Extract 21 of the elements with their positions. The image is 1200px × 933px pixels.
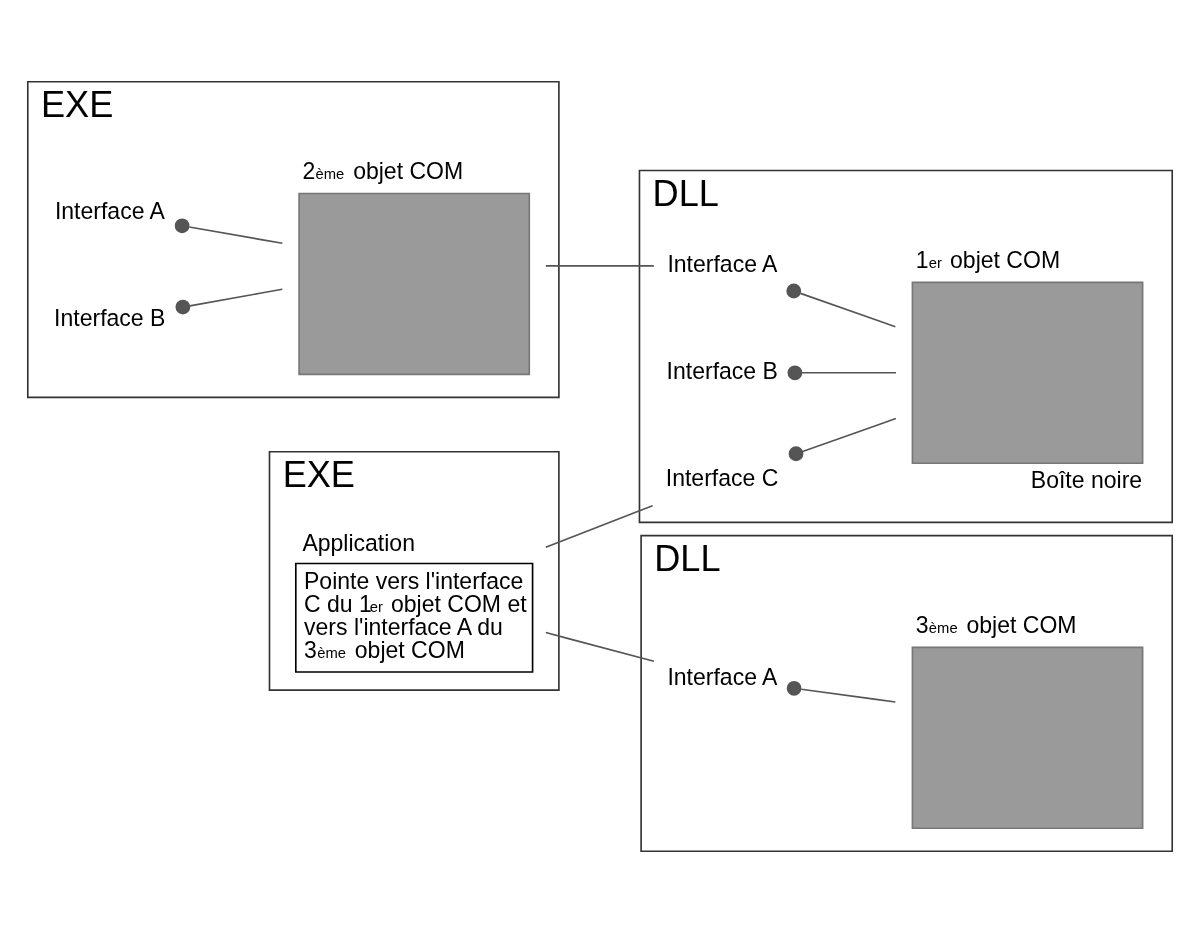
node-text: Interface B: [666, 357, 778, 384]
connector: [545, 265, 655, 267]
connector: [545, 504, 654, 549]
connector: [175, 288, 284, 315]
node-label: 2ème objet COM: [302, 158, 464, 185]
node-label: 3ème objet COM: [915, 611, 1077, 638]
node-label: Boîte noire: [1030, 467, 1143, 494]
node-label: 1er objet COM: [915, 246, 1061, 273]
connector: [787, 365, 897, 381]
node-text: Interface C: [665, 464, 779, 491]
connector: [545, 631, 655, 663]
connector: [174, 218, 284, 245]
node-text: Interface A: [54, 198, 165, 225]
node-text: Interface A: [667, 663, 778, 690]
node-box: Pointe vers l'interface C du 1er objet COM et vers l'interface A du 3ème objet COM: [295, 562, 534, 673]
node-text: Interface A: [667, 250, 778, 277]
node-label: Application: [302, 529, 415, 556]
connector: [786, 680, 897, 703]
connector: [788, 417, 897, 462]
node-text: Interface B: [54, 305, 166, 332]
connector: [786, 283, 897, 328]
